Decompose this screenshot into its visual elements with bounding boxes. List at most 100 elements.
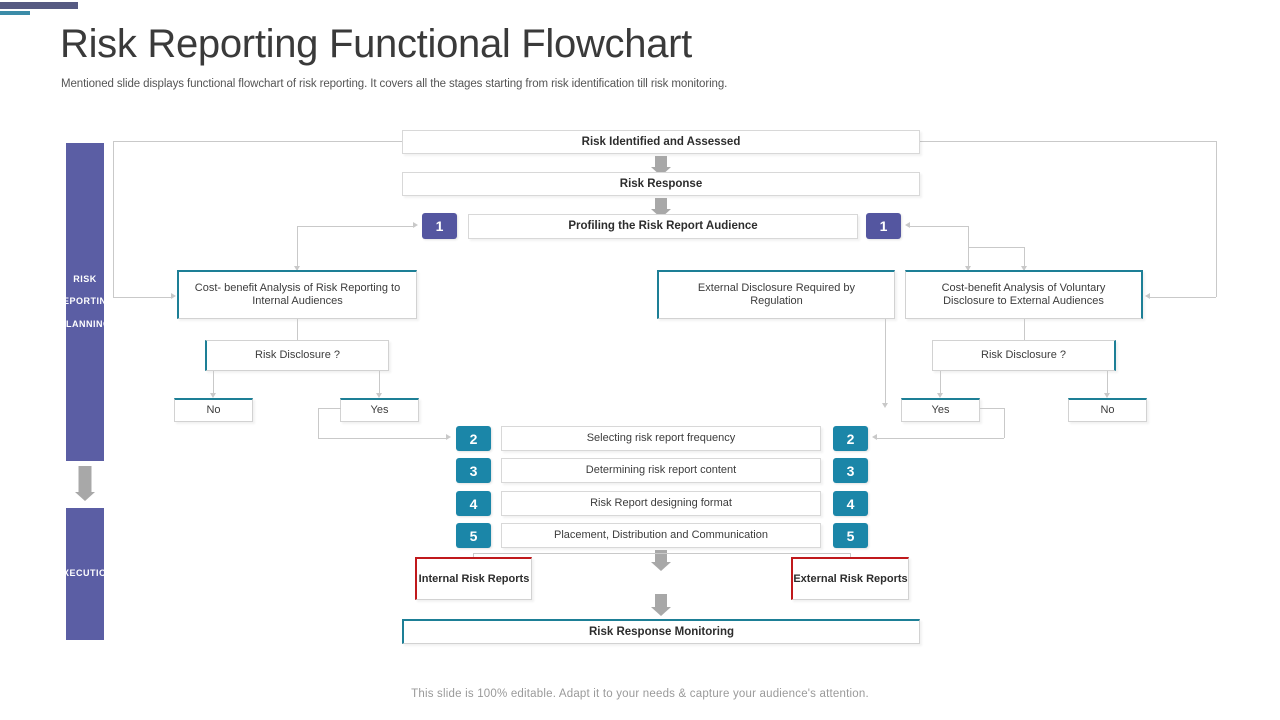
connector-regulation-to-steps: [885, 319, 886, 405]
output-box-internal-risk-reports-label: Internal Risk Reports: [418, 573, 530, 585]
connector-right-yes-down: [1004, 408, 1005, 438]
connector-decision1-yes-arrowhead-icon: [375, 393, 382, 398]
flow-box-internal-audience-analysis: Cost- benefit Analysis of Risk Reporting…: [177, 270, 417, 319]
decorative-bar-secondary: [0, 11, 30, 15]
sidebar-stage-execution: EXECUTION: [57, 508, 113, 640]
connector-left-into-analysis: [113, 297, 173, 298]
connector-decision1-yes-vertical: [379, 371, 380, 395]
badge-step-4-left-label: 4: [469, 495, 478, 512]
badge-step-4-right: 4: [833, 491, 868, 516]
connector-top-left-horizontal: [113, 141, 403, 142]
decision-box-risk-disclosure-left: Risk Disclosure ?: [205, 340, 389, 371]
badge-profiling-left-1-label: 1: [435, 218, 444, 234]
connector-reports-internal-drop: [473, 553, 474, 558]
connector-right-into-analysis: [1148, 297, 1216, 298]
sidebar-planning-line3: PLANNING: [59, 318, 111, 329]
flow-box-risk-response-monitoring-label: Risk Response Monitoring: [588, 625, 735, 638]
sidebar-execution-label: EXECUTION: [56, 568, 114, 579]
decision-option-left-no: No: [174, 398, 253, 422]
decision-option-left-no-label: No: [206, 404, 221, 416]
flow-box-risk-identified: Risk Identified and Assessed: [402, 130, 920, 154]
connector-voluntary-to-decision2: [1024, 319, 1025, 340]
page-subtitle: Mentioned slide displays functional flow…: [61, 78, 728, 90]
connector-right-yes-into-step2: [875, 438, 1004, 439]
connector-profiling-right-bridge: [968, 247, 1024, 248]
badge-step-3-right-label: 3: [846, 462, 855, 479]
flow-box-external-disclosure-regulation: External Disclosure Required by Regulati…: [657, 270, 895, 319]
decision-box-risk-disclosure-right-label: Risk Disclosure ?: [981, 349, 1066, 361]
sidebar-planning-line1: RISK: [73, 274, 97, 285]
connector-right-yes-out: [980, 408, 1004, 409]
flow-box-risk-response-label: Risk Response: [619, 177, 703, 190]
badge-step-2-left: 2: [456, 426, 491, 451]
flow-box-step-2: Selecting risk report frequency: [501, 426, 821, 451]
flow-box-profiling-audience: Profiling the Risk Report Audience: [468, 214, 858, 239]
flow-box-step-3-label: Determining risk report content: [585, 464, 737, 476]
connector-left-yes-out: [318, 408, 341, 409]
flow-box-external-disclosure-regulation-label: External Disclosure Required by Regulati…: [697, 282, 856, 307]
arrow-reports-to-monitoring-icon: [646, 594, 676, 618]
flow-box-voluntary-disclosure-analysis: Cost-benefit Analysis of Voluntary Discl…: [905, 270, 1143, 319]
connector-reports-spread: [473, 553, 850, 554]
connector-left-yes-down: [318, 408, 319, 438]
connector-left-arrowhead-icon: [171, 293, 176, 299]
decision-option-left-yes-label: Yes: [370, 404, 389, 416]
badge-profiling-right-1: 1: [866, 213, 901, 239]
connector-top-left-vertical: [113, 141, 114, 297]
flow-box-step-3: Determining risk report content: [501, 458, 821, 483]
connector-profiling-left-drop: [297, 226, 298, 270]
badge-step-4-right-label: 4: [846, 495, 855, 512]
badge-step-2-right: 2: [833, 426, 868, 451]
decision-box-risk-disclosure-left-label: Risk Disclosure ?: [255, 349, 340, 361]
badge-step-5-right: 5: [833, 523, 868, 548]
connector-profiling-right-drop-a: [968, 226, 969, 270]
badge-step-3-left: 3: [456, 458, 491, 483]
flow-box-step-5: Placement, Distribution and Communicatio…: [501, 523, 821, 548]
connector-profiling-right-drop-a-arrowhead-icon: [964, 266, 971, 271]
connector-profiling-left-feed: [297, 226, 415, 227]
connector-right-yes-arrowhead-icon: [872, 434, 877, 440]
flow-box-step-4: Risk Report designing format: [501, 491, 821, 516]
flow-box-voluntary-disclosure-analysis-label: Cost-benefit Analysis of Voluntary Discl…: [941, 282, 1106, 307]
connector-profiling-left-drop-arrowhead-icon: [293, 266, 300, 271]
badge-profiling-left-1: 1: [422, 213, 457, 239]
flow-box-internal-audience-analysis-label: Cost- benefit Analysis of Risk Reporting…: [194, 282, 401, 307]
badge-profiling-right-1-label: 1: [879, 218, 888, 234]
flow-box-risk-response-monitoring: Risk Response Monitoring: [402, 619, 920, 644]
connector-decision2-yes-arrowhead-icon: [936, 393, 943, 398]
connector-reports-external-drop: [850, 553, 851, 558]
connector-decision2-no-arrowhead-icon: [1103, 393, 1110, 398]
page-title: Risk Reporting Functional Flowchart: [60, 22, 692, 66]
badge-step-2-left-label: 2: [469, 430, 478, 447]
flow-box-step-5-label: Placement, Distribution and Communicatio…: [554, 529, 768, 541]
arrow-response-to-profiling-icon: [646, 198, 676, 218]
sidebar-planning-line2: REPORTING: [56, 296, 115, 307]
flow-box-risk-identified-label: Risk Identified and Assessed: [581, 135, 741, 148]
decision-option-right-yes-label: Yes: [931, 404, 950, 416]
output-box-internal-risk-reports: Internal Risk Reports: [415, 557, 532, 600]
decision-option-left-yes: Yes: [340, 398, 419, 422]
footer-note: This slide is 100% editable. Adapt it to…: [411, 688, 869, 700]
decision-box-risk-disclosure-right: Risk Disclosure ?: [932, 340, 1116, 371]
connector-top-right-vertical: [1216, 141, 1217, 297]
sidebar-stage-planning: RISK REPORTING PLANNING: [56, 143, 114, 461]
decision-option-right-no-label: No: [1100, 404, 1115, 416]
output-box-external-risk-reports-label: External Risk Reports: [793, 573, 908, 585]
badge-step-5-left: 5: [456, 523, 491, 548]
connector-profiling-right-feed: [908, 226, 968, 227]
decorative-bar-primary: [0, 2, 78, 9]
connector-decision2-no-vertical: [1107, 371, 1108, 395]
connector-profiling-left-arrowhead-icon: [413, 222, 418, 228]
connector-left-yes-arrowhead-icon: [446, 434, 451, 440]
connector-decision1-no-vertical: [213, 371, 214, 395]
connector-internal-to-decision1: [297, 319, 298, 340]
connector-right-arrowhead-icon: [1145, 293, 1150, 299]
badge-step-3-right: 3: [833, 458, 868, 483]
connector-profiling-right-drop-b-arrowhead-icon: [1020, 266, 1027, 271]
connector-profiling-right-arrowhead-icon: [905, 222, 910, 228]
connector-top-right-horizontal: [919, 141, 1216, 142]
connector-decision2-yes-vertical: [940, 371, 941, 395]
connector-decision1-no-arrowhead-icon: [209, 393, 216, 398]
connector-regulation-to-steps-arrowhead-icon: [881, 403, 888, 408]
arrow-identified-to-response-icon: [646, 156, 676, 176]
